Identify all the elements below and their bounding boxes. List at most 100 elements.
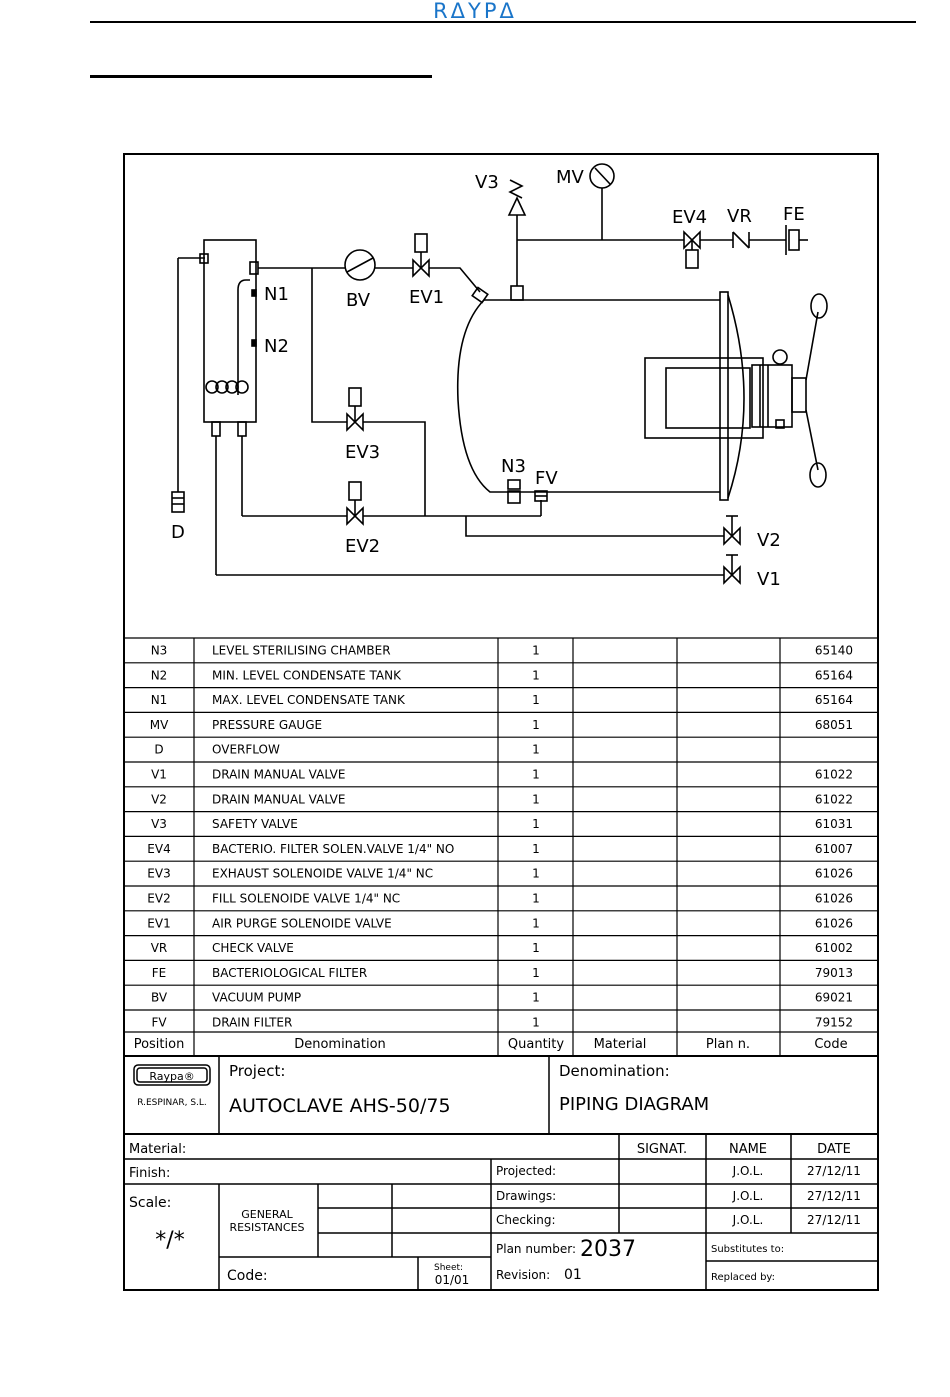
sheet-label: Sheet: <box>434 1263 463 1273</box>
table-cell: 61007 <box>815 842 853 856</box>
table-cell: 61031 <box>815 817 853 831</box>
table-cell: BV <box>151 991 168 1005</box>
date-projected: 27/12/11 <box>807 1164 861 1178</box>
substitutes-label: Substitutes to: <box>711 1244 784 1255</box>
table-cell: N3 <box>151 644 168 658</box>
table-cell: 61022 <box>815 768 853 782</box>
table-cell: 1 <box>532 867 540 881</box>
brand-logo: RΔYPΔ <box>433 0 517 23</box>
table-cell: 65164 <box>815 668 853 682</box>
table-cell: 1 <box>532 718 540 732</box>
label-fe: FE <box>783 204 805 225</box>
table-cell: 79152 <box>815 1016 853 1030</box>
table-header-cell: Quantity <box>508 1037 564 1052</box>
project-value: AUTOCLAVE AHS-50/75 <box>229 1095 451 1117</box>
table-cell: BACTERIOLOGICAL FILTER <box>212 966 367 980</box>
table-cell: 65164 <box>815 693 853 707</box>
name-projected: J.O.L. <box>732 1164 764 1178</box>
label-d: D <box>171 522 185 543</box>
table-cell: 61022 <box>815 792 853 806</box>
table-cell: 61026 <box>815 892 853 906</box>
date-label: DATE <box>817 1142 851 1157</box>
date-drawings: 27/12/11 <box>807 1189 861 1203</box>
table-cell: MAX. LEVEL CONDENSATE TANK <box>212 693 406 707</box>
table-cell: 1 <box>532 743 540 757</box>
table-cell: MIN. LEVEL CONDENSATE TANK <box>212 668 402 682</box>
table-cell: AIR PURGE SOLENOIDE VALVE <box>212 916 392 930</box>
table-cell: 61002 <box>815 941 853 955</box>
revision-label: Revision: <box>496 1268 550 1282</box>
drawings-label: Drawings: <box>496 1189 556 1203</box>
table-cell: EV3 <box>147 867 170 881</box>
table-cell: D <box>154 743 163 757</box>
finish-label: Finish: <box>129 1166 170 1181</box>
signat-label: SIGNAT. <box>637 1142 687 1157</box>
table-cell: DRAIN FILTER <box>212 1016 292 1030</box>
label-ev1: EV1 <box>409 287 444 308</box>
denomination-label: Denomination: <box>559 1062 670 1080</box>
revision-value: 01 <box>564 1267 582 1283</box>
table-cell: 61026 <box>815 916 853 930</box>
table-cell: N1 <box>151 693 168 707</box>
sheet-value: 01/01 <box>435 1273 470 1287</box>
name-label: NAME <box>729 1142 767 1157</box>
label-n3: N3 <box>501 456 526 477</box>
table-cell: 1 <box>532 842 540 856</box>
label-v1: V1 <box>757 569 781 590</box>
table-cell: 1 <box>532 644 540 658</box>
table-cell: 1 <box>532 1016 540 1030</box>
table-cell: N2 <box>151 668 168 682</box>
label-v2: V2 <box>757 530 781 551</box>
company-name: R.ESPINAR, S.L. <box>137 1098 207 1108</box>
table-cell: 61026 <box>815 867 853 881</box>
table-cell: FE <box>152 966 166 980</box>
table-cell: 1 <box>532 768 540 782</box>
header-rule <box>90 21 916 23</box>
table-cell: V2 <box>151 792 167 806</box>
table-cell: 1 <box>532 916 540 930</box>
date-checking: 27/12/11 <box>807 1213 861 1227</box>
table-cell: 1 <box>532 792 540 806</box>
table-header-cell: Denomination <box>294 1037 386 1052</box>
table-cell: 1 <box>532 991 540 1005</box>
label-n2: N2 <box>264 336 289 357</box>
replaced-label: Replaced by: <box>711 1272 775 1283</box>
plan-number-label: Plan number: <box>496 1242 576 1256</box>
checking-label: Checking: <box>496 1213 556 1227</box>
table-cell: VR <box>151 941 168 955</box>
table-header-cell: Position <box>134 1037 185 1052</box>
general-line2: RESISTANCES <box>229 1221 304 1234</box>
label-vr: VR <box>727 206 752 227</box>
general-line1: GENERAL <box>241 1208 293 1221</box>
scale-value: */* <box>155 1228 184 1253</box>
material-label: Material: <box>129 1142 186 1157</box>
denomination-value: PIPING DIAGRAM <box>559 1094 709 1115</box>
label-ev3: EV3 <box>345 442 380 463</box>
table-cell: DRAIN MANUAL VALVE <box>212 768 345 782</box>
condensate-tank <box>203 239 257 423</box>
table-cell: EV4 <box>147 842 170 856</box>
name-drawings: J.O.L. <box>732 1189 764 1203</box>
table-cell: BACTERIO. FILTER SOLEN.VALVE 1/4" NO <box>212 842 454 856</box>
table-cell: OVERFLOW <box>212 743 280 757</box>
label-ev2: EV2 <box>345 536 380 557</box>
table-cell: V3 <box>151 817 167 831</box>
table-cell: EV2 <box>147 892 170 906</box>
table-cell: PRESSURE GAUGE <box>212 718 322 732</box>
label-fv: FV <box>535 468 558 489</box>
table-cell: VACUUM PUMP <box>212 991 301 1005</box>
table-cell: 1 <box>532 668 540 682</box>
company-logo: Raypa® <box>149 1070 194 1083</box>
label-ev4: EV4 <box>672 207 707 228</box>
section-rule <box>90 75 432 78</box>
table-cell: 68051 <box>815 718 853 732</box>
table-cell: FV <box>151 1016 167 1030</box>
table-cell: SAFETY VALVE <box>212 817 298 831</box>
table-cell: EXHAUST SOLENOIDE VALVE 1/4" NC <box>212 867 433 881</box>
table-cell: DRAIN MANUAL VALVE <box>212 792 345 806</box>
table-cell: 69021 <box>815 991 853 1005</box>
table-header-cell: Material <box>594 1037 647 1052</box>
table-cell: 1 <box>532 966 540 980</box>
project-label: Project: <box>229 1062 285 1080</box>
